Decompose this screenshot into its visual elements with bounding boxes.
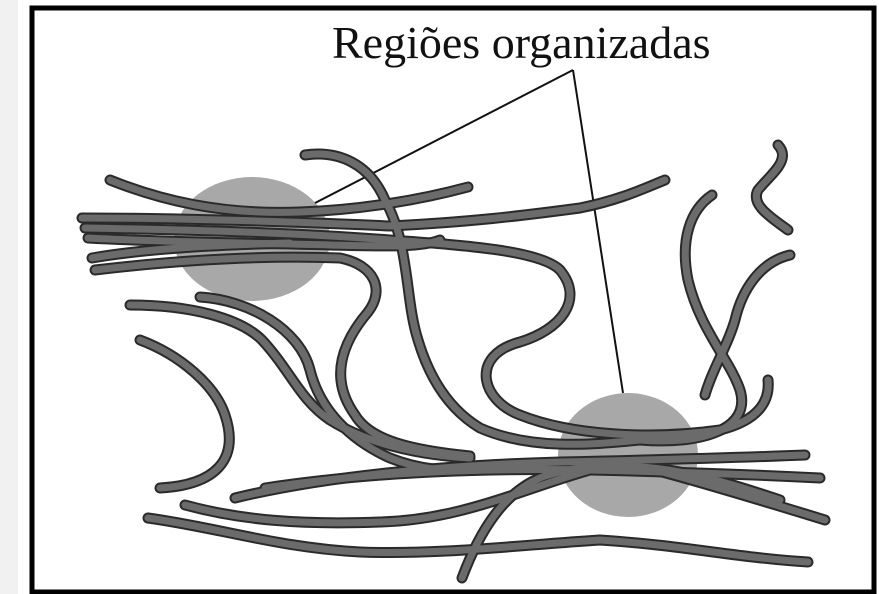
polymer-chain <box>305 154 640 444</box>
leader-line-right <box>573 70 623 393</box>
leader-lines <box>315 70 623 393</box>
polymer-chain <box>140 340 229 488</box>
diagram-frame <box>32 8 874 592</box>
leader-line-left <box>315 70 573 203</box>
organized-regions-label: Regiões organizadas <box>332 17 711 68</box>
polymer-chain <box>756 145 788 230</box>
left-margin-shade <box>0 0 18 594</box>
